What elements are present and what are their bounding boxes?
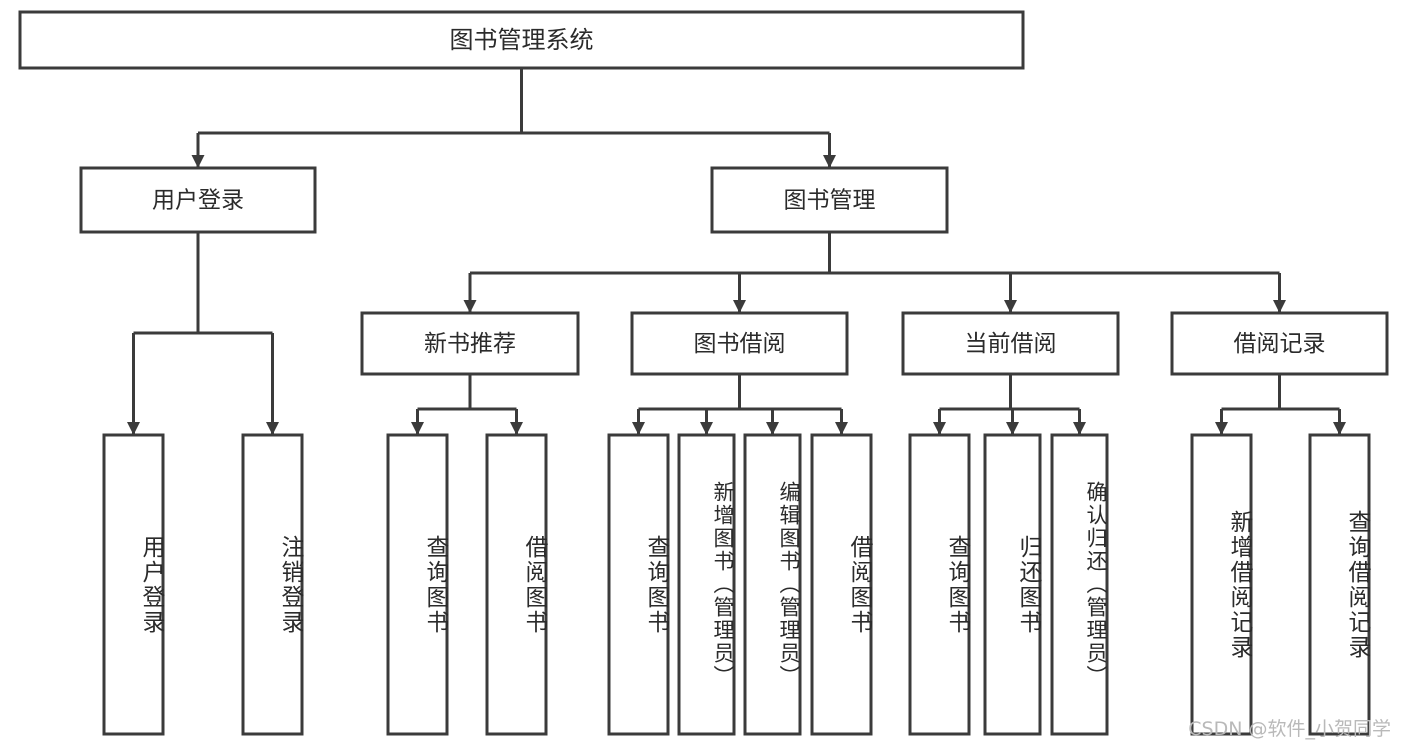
node-leaf-1[interactable] [241, 433, 304, 736]
node-level1-1-label: 图书管理 [784, 188, 876, 214]
node-leaf-6[interactable] [743, 433, 802, 736]
node-level1-1-rect[interactable] [710, 166, 949, 234]
connector-record-drop-0-arrowhead [1215, 422, 1228, 435]
node-leaf-9-rect[interactable] [983, 433, 1042, 736]
node-leaf-10-rect[interactable] [1050, 433, 1109, 736]
node-level2-2-label: 当前借阅 [965, 331, 1057, 357]
node-leaf-11-rect[interactable] [1190, 433, 1253, 736]
connector-borrow-drop-0-arrowhead [632, 422, 645, 435]
connector-lines [127, 68, 1346, 435]
node-leaf-7-rect[interactable] [810, 433, 873, 736]
connector-book-mgmt-drop-0-arrowhead [463, 300, 477, 313]
connector-book-mgmt-drop-3-arrowhead [1273, 300, 1286, 313]
csdn-watermark: CSDN @软件_小贺同学 [1188, 718, 1391, 740]
node-leaf-3-rect[interactable] [485, 433, 548, 736]
connector-new-book-drop-0-arrowhead [411, 422, 424, 435]
connector-new-book-drop-1-arrowhead [510, 422, 523, 435]
node-level2-2-rect[interactable] [901, 311, 1120, 376]
node-root-rect[interactable] [18, 10, 1025, 70]
connector-current-drop-0-arrowhead [933, 422, 946, 435]
connector-book-mgmt-drop-2-arrowhead [1004, 300, 1017, 313]
node-level1-0-label: 用户登录 [152, 188, 244, 214]
node-level1-0[interactable]: 用户登录 [79, 166, 317, 234]
node-level2-0[interactable]: 新书推荐 [360, 311, 580, 376]
node-level2-2[interactable]: 当前借阅 [901, 311, 1120, 376]
node-level2-3-rect[interactable] [1170, 311, 1389, 376]
node-leaf-7[interactable] [810, 433, 873, 736]
node-leaf-4[interactable] [607, 433, 670, 736]
node-level2-1[interactable]: 图书借阅 [630, 311, 849, 376]
connector-record-drop-1-arrowhead [1333, 422, 1346, 435]
node-leaf-2[interactable] [386, 433, 449, 736]
node-level2-3[interactable]: 借阅记录 [1170, 311, 1389, 376]
node-level1-0-rect[interactable] [79, 166, 317, 234]
connector-borrow-drop-3-arrowhead [835, 422, 848, 435]
node-leaf-3[interactable] [485, 433, 548, 736]
node-leaf-12-rect[interactable] [1308, 433, 1371, 736]
node-level2-3-label: 借阅记录 [1234, 331, 1326, 357]
node-level2-0-rect[interactable] [360, 311, 580, 376]
node-leaf-0-rect[interactable] [102, 433, 165, 736]
node-leaf-5[interactable] [677, 433, 736, 736]
node-leaf-11[interactable] [1190, 433, 1253, 736]
node-level2-1-label: 图书借阅 [694, 331, 786, 357]
node-leaf-8[interactable] [908, 433, 971, 736]
connector-borrow-drop-2-arrowhead [766, 422, 779, 435]
node-level1-1[interactable]: 图书管理 [710, 166, 949, 234]
node-leaf-10[interactable] [1050, 433, 1109, 736]
connector-current-drop-1-arrowhead [1006, 422, 1019, 435]
connector-book-mgmt-drop-1-arrowhead [733, 300, 746, 313]
node-leaf-0[interactable] [102, 433, 165, 736]
connector-user-login-drop-0-arrowhead [127, 422, 140, 435]
node-root-label: 图书管理系统 [450, 26, 594, 54]
connector-root-drop-0-arrowhead [191, 155, 205, 168]
connector-user-login-drop-1-arrowhead [266, 422, 279, 435]
node-leaf-1-rect[interactable] [241, 433, 304, 736]
node-leaf-6-rect[interactable] [743, 433, 802, 736]
node-level2-1-rect[interactable] [630, 311, 849, 376]
node-leaf-12[interactable] [1308, 433, 1371, 736]
connector-root-drop-1-arrowhead [823, 155, 836, 168]
node-leaf-8-rect[interactable] [908, 433, 971, 736]
node-leaf-9[interactable] [983, 433, 1042, 736]
node-leaf-2-rect[interactable] [386, 433, 449, 736]
node-root[interactable]: 图书管理系统 [18, 10, 1025, 70]
connector-current-drop-2-arrowhead [1073, 422, 1086, 435]
node-level2-0-label: 新书推荐 [424, 331, 516, 357]
node-leaf-4-rect[interactable] [607, 433, 670, 736]
node-leaf-5-rect[interactable] [677, 433, 736, 736]
connector-borrow-drop-1-arrowhead [700, 422, 713, 435]
